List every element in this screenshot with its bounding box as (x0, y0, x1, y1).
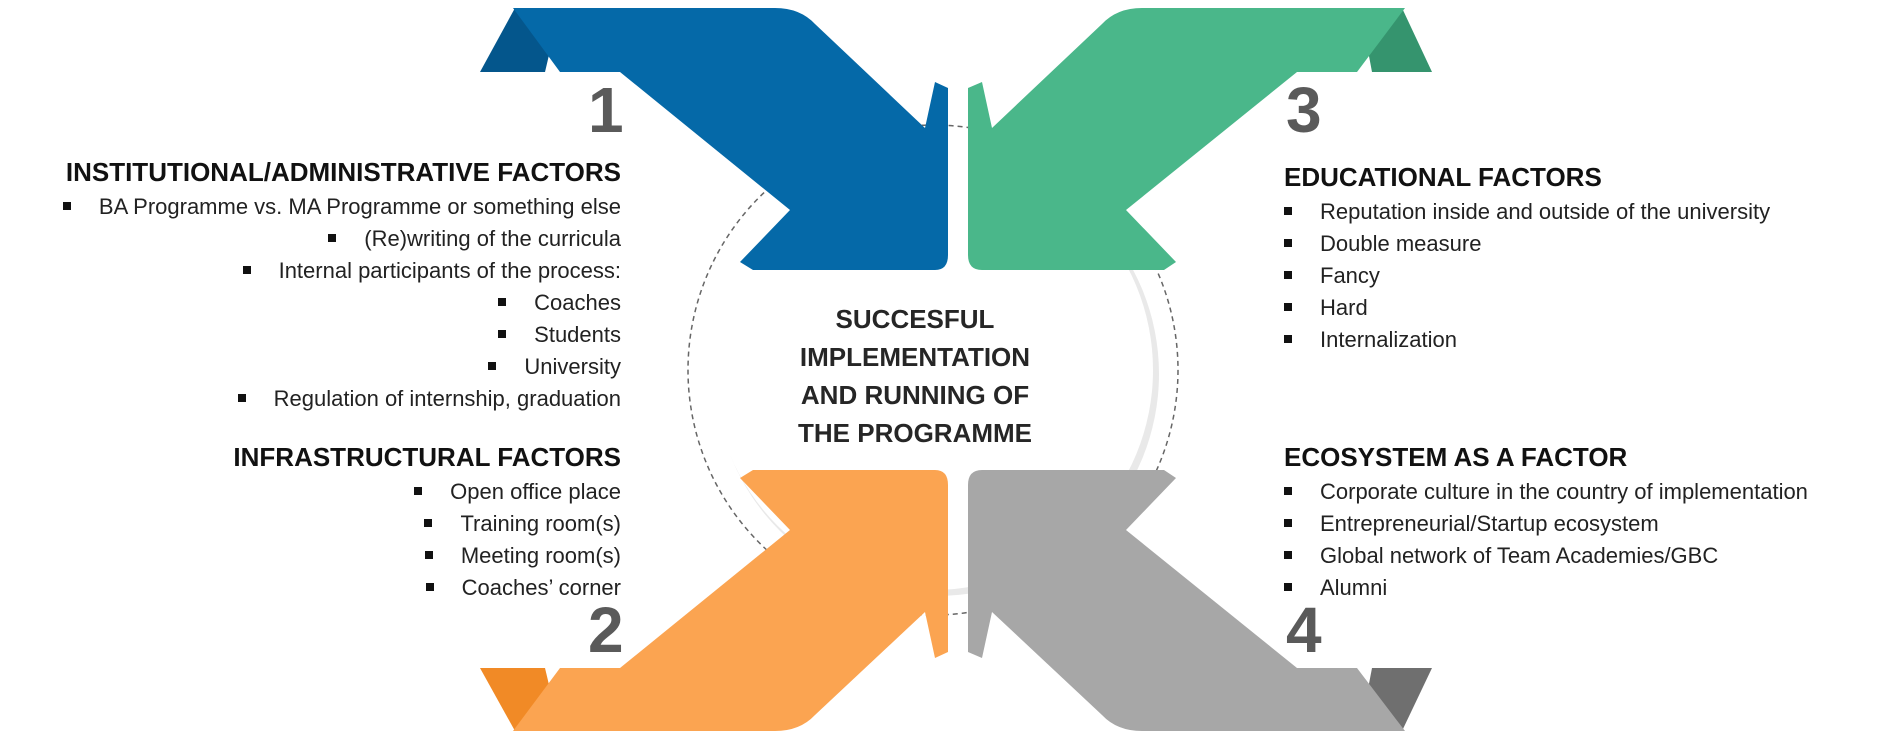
bullet-icon (242, 266, 251, 275)
factor-list: Open office place Training room(s) Meeti… (233, 476, 621, 604)
bullet-icon (62, 202, 71, 211)
list-item: Training room(s) (233, 508, 621, 540)
bullet-icon (237, 394, 246, 403)
bullet-icon (1284, 303, 1292, 312)
bullet-icon (424, 519, 433, 528)
ecosystem-factors: ECOSYSTEM AS A FACTOR Corporate culture … (1284, 440, 1808, 604)
section-title: EDUCATIONAL FACTORS (1284, 162, 1602, 192)
institutional-factors: INSTITUTIONAL/ADMINISTRATIVE FACTORS BA … (62, 155, 621, 415)
bullet-icon (498, 298, 507, 307)
bullet-icon (1284, 335, 1292, 344)
bullet-icon (488, 362, 497, 371)
arrow-4-body (968, 470, 1405, 731)
arrow-1-body (513, 8, 948, 270)
center-line: THE PROGRAMME (798, 418, 1032, 448)
list-item: Internal participants of the process: (63, 255, 621, 287)
infrastructural-factors: INFRASTRUCTURAL FACTORS Open office plac… (233, 440, 621, 604)
list-item: Corporate culture in the country of impl… (1284, 476, 1808, 508)
number-3: 3 (1286, 74, 1322, 146)
list-item: Internalization (1284, 324, 1770, 356)
list-item: Hard (1284, 292, 1770, 324)
list-item: (Re)writing of the curricula (63, 223, 621, 255)
bullet-icon (414, 487, 423, 496)
bullet-icon (1284, 271, 1292, 280)
list-item: Double measure (1284, 228, 1770, 260)
educational-factors: EDUCATIONAL FACTORS Reputation inside an… (1284, 160, 1770, 356)
factor-list: Reputation inside and outside of the uni… (1284, 196, 1770, 356)
list-item: Fancy (1284, 260, 1770, 292)
center-line: SUCCESFUL (835, 304, 995, 334)
list-item: Entrepreneurial/Startup ecosystem (1284, 508, 1808, 540)
bullet-icon (1284, 551, 1292, 560)
arrow-4 (968, 470, 1432, 731)
bullet-icon (1284, 487, 1292, 496)
number-2: 2 (588, 594, 624, 666)
bullet-icon (424, 551, 433, 560)
list-item: Alumni (1284, 572, 1808, 604)
arrow-3-body (968, 8, 1405, 270)
list-item: Meeting room(s) (233, 540, 621, 572)
bullet-icon (498, 330, 507, 339)
section-title: INSTITUTIONAL/ADMINISTRATIVE FACTORS (65, 157, 621, 187)
list-item: Regulation of internship, graduation (63, 383, 621, 415)
list-item: Global network of Team Academies/GBC (1284, 540, 1808, 572)
arrow-2-body (513, 470, 948, 731)
bullet-icon (1284, 207, 1292, 216)
factor-list: BA Programme vs. MA Programme or somethi… (62, 191, 621, 415)
bullet-icon (1284, 583, 1292, 592)
list-item: Students (63, 319, 621, 351)
list-item: University (63, 351, 621, 383)
arrow-2 (480, 470, 948, 731)
list-item: BA Programme vs. MA Programme or somethi… (62, 191, 621, 223)
arrow-1 (480, 8, 948, 270)
list-item: Reputation inside and outside of the uni… (1284, 196, 1770, 228)
list-item: Coaches (63, 287, 621, 319)
number-4: 4 (1286, 594, 1322, 666)
center-line: AND RUNNING OF (800, 380, 1030, 410)
number-1: 1 (588, 74, 624, 146)
factor-list: Corporate culture in the country of impl… (1284, 476, 1808, 604)
section-title: ECOSYSTEM AS A FACTOR (1284, 442, 1628, 472)
bullet-icon (1284, 519, 1292, 528)
section-title: INFRASTRUCTURAL FACTORS (233, 442, 621, 472)
list-item: Open office place (233, 476, 621, 508)
list-item: Coaches’ corner (233, 572, 621, 604)
center-title: SUCCESFUL IMPLEMENTATION AND RUNNING OF … (760, 300, 1070, 452)
bullet-icon (425, 583, 434, 592)
center-line: IMPLEMENTATION (799, 342, 1031, 372)
bullet-icon (328, 234, 337, 243)
bullet-icon (1284, 239, 1292, 248)
arrow-3 (968, 8, 1432, 270)
